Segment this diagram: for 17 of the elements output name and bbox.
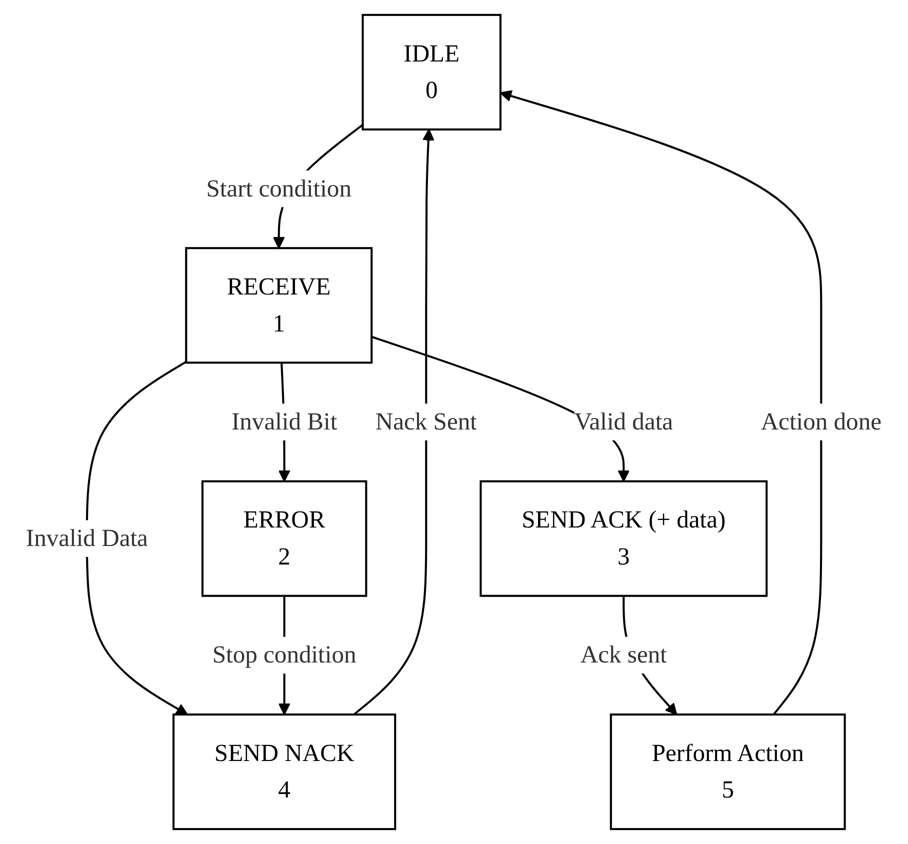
edge-label: Valid data <box>574 408 674 435</box>
node-box: RECEIVE 1 <box>185 247 373 364</box>
node-box: SEND ACK (+ data) 3 <box>480 480 768 597</box>
node-box: Perform Action 5 <box>610 714 846 830</box>
arrow <box>372 336 630 482</box>
node-box: SEND NACK 4 <box>172 714 396 830</box>
edge-label: Invalid Data <box>26 524 148 552</box>
edge-label: Nack Sent <box>376 408 478 435</box>
edge-label: Invalid Bit <box>232 408 338 435</box>
edge-label: Stop condition <box>212 640 357 668</box>
node-box: IDLE 0 <box>362 14 502 130</box>
edge-label: Start condition <box>206 174 352 202</box>
arrow <box>86 360 188 716</box>
arrow <box>354 128 435 716</box>
edge-label: Ack sent <box>580 640 668 668</box>
node-box: ERROR 2 <box>202 480 368 597</box>
edge-label: Action done <box>761 408 882 435</box>
